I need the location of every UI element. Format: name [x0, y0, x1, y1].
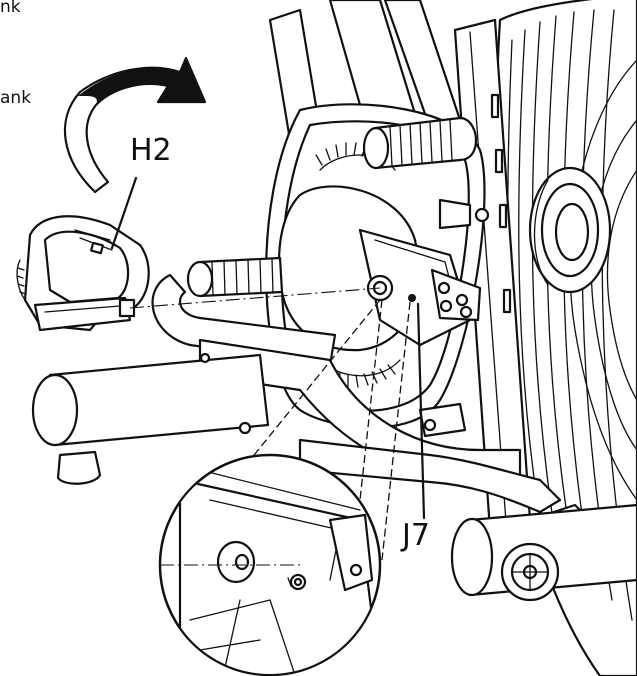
- rotate-arrow: [63, 56, 207, 194]
- h2-leader: [110, 176, 138, 250]
- screw-j7-callout: J7: [402, 518, 430, 553]
- j7-leader: [416, 302, 426, 520]
- lower-handle-grip: [186, 256, 284, 298]
- upper-handle-grip: [362, 116, 490, 230]
- left-partial-label: ank: [0, 88, 32, 108]
- base-frame: [31, 273, 562, 514]
- top-partial-label: nk: [0, 0, 21, 17]
- detail-zoom-circle: [158, 453, 382, 676]
- rear-stabilizer: [450, 503, 637, 602]
- pedal-h2-callout: H2: [130, 133, 172, 168]
- pedal-h2: [16, 215, 150, 332]
